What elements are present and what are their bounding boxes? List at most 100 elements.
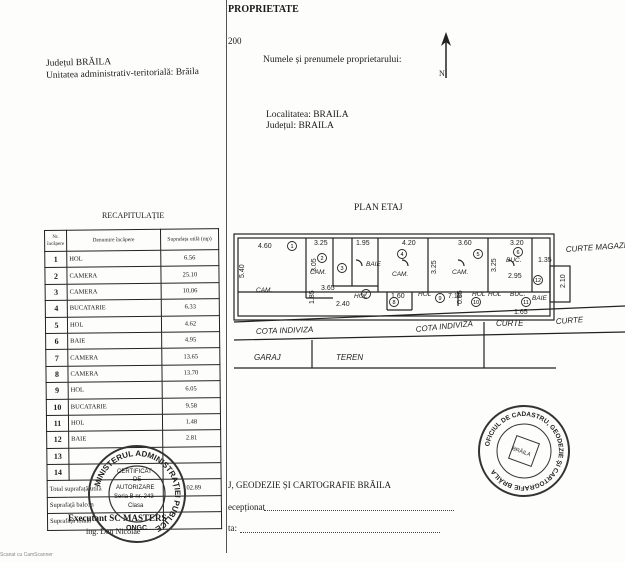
owner-label: Numele și prenumele proprietarului: (263, 55, 402, 65)
row-nr: 9 (46, 382, 69, 400)
reception-line: ecepționat (228, 502, 265, 512)
room-number-circle (317, 253, 327, 263)
stamp-left-ring: MINISTERUL ADMINISTRAȚIEI PUBLICE (93, 449, 182, 534)
header-nr: Nr. încăpere (44, 230, 67, 252)
header-area: Suprafața utilă (mp) (160, 228, 219, 251)
dim-side-7: 1.35 (538, 257, 552, 264)
row-name: CAMERA (67, 283, 162, 301)
room-label-12: BUC. (510, 291, 526, 298)
row-nr: 1 (44, 251, 67, 268)
room-number-circle (513, 247, 523, 257)
row-nr: 7 (45, 349, 68, 367)
row-nr: 8 (45, 365, 69, 383)
teren-label: TEREN (336, 353, 363, 362)
row-name: BAIE (68, 430, 163, 448)
row-name: HOL (67, 315, 162, 334)
room-number-circle (389, 297, 399, 307)
row-area: 13.65 (161, 348, 220, 366)
room-number: 11 (523, 300, 529, 306)
row-nr: 14 (46, 464, 70, 481)
dim-inner-4: 7.10 (448, 293, 462, 300)
header-name: Denumire încăpere (66, 229, 161, 252)
room-number-circle (361, 289, 371, 299)
page-fold-line (226, 0, 227, 553)
room-number: 2 (320, 256, 323, 262)
room-number: 9 (438, 296, 441, 302)
curte-label: CURTE (496, 319, 524, 328)
dim-side-2: 3.05 (311, 258, 318, 272)
dim-top-5: 3.60 (458, 240, 472, 247)
locality-line: Localitatea: BRAILA (266, 110, 349, 120)
garaj-label: GARAJ (254, 353, 282, 362)
row-name: CAMERA (67, 365, 162, 383)
room-number-circle (533, 275, 543, 285)
row-area: 6.33 (161, 298, 220, 316)
room-label-5: BUC. (506, 257, 522, 264)
room-number: 8 (392, 300, 395, 306)
table-header-row: Nr. încăpere Denumire încăpere Suprafața… (44, 228, 219, 252)
north-arrow-icon: N (439, 32, 451, 78)
room-label-11: BAIE (532, 295, 547, 302)
room-number: 7 (364, 292, 367, 298)
room-number: 5 (476, 252, 479, 258)
row-area: 25.10 (160, 266, 220, 284)
row-area: 6.05 (161, 380, 221, 398)
row-name: BUCATARIE (67, 299, 162, 317)
room-number: 1 (290, 244, 293, 250)
building-outline (233, 233, 555, 321)
stamp-ring-svg: MINISTERUL ADMINISTRAȚIEI PUBLICE (93, 449, 182, 534)
dim-inner-1: 3.65 (321, 285, 335, 292)
row-name: BUCATARIE (68, 397, 163, 416)
row-name: HOL (68, 381, 163, 399)
dim-top-4: 4.20 (402, 240, 416, 247)
room-label-10: BAIE (366, 261, 381, 268)
room-number-circle (471, 297, 481, 307)
stamp-left-center-3: AUTORIZARE (116, 485, 155, 491)
dim-inner-6: 1.65 (514, 309, 528, 316)
curte-magazie-label: CURTE MAGAZIE (566, 240, 625, 254)
row-name: HOL (66, 250, 161, 268)
county-line-2: Județul: BRAILA (266, 121, 334, 131)
row-area: 1.48 (162, 413, 221, 431)
top-right-year: 200 (228, 36, 242, 46)
dim-side-1: 5.40 (239, 264, 246, 278)
row-nr: 13 (46, 447, 69, 465)
dim-side-3: 3.25 (431, 260, 438, 274)
room-number-circle (287, 241, 297, 251)
row-nr: 6 (45, 333, 68, 350)
room-number: 3 (340, 266, 343, 272)
dim-top-2: 3.25 (314, 240, 328, 247)
cota-indiviza-1: COTA INDIVIZA (256, 325, 314, 336)
admin-unit-line: Unitatea administrativ-teritorială: Brăi… (45, 66, 200, 82)
row-area: 13.70 (161, 364, 221, 382)
row-nr: 2 (44, 267, 68, 285)
row-nr: 4 (45, 300, 68, 318)
room-label-1: CAM. (256, 287, 272, 294)
stamp-left-center-4: Seria B nr. 243 (114, 494, 154, 500)
room-label-4: CAM. (452, 269, 468, 276)
room-label-7: HOL (418, 291, 432, 298)
room-number: 4 (400, 252, 403, 258)
dim-top-6: 3.20 (510, 240, 524, 247)
row-nr: 11 (46, 415, 69, 432)
room-label-3: CAM. (392, 271, 408, 278)
cadastre-stamp-svg: OFICIUL DE CADASTRU, GEODEZIE ȘI CARTOGR… (484, 411, 564, 491)
dim-top-3: 1.95 (356, 240, 370, 247)
room-number: 12 (535, 278, 541, 284)
stamp-left-center-5: Clasa (128, 503, 144, 509)
top-right-title: PROPRIETATE (228, 4, 299, 15)
row-nr: 12 (46, 431, 69, 449)
room-number-circle (473, 249, 483, 259)
date-dotted-line (240, 532, 440, 533)
